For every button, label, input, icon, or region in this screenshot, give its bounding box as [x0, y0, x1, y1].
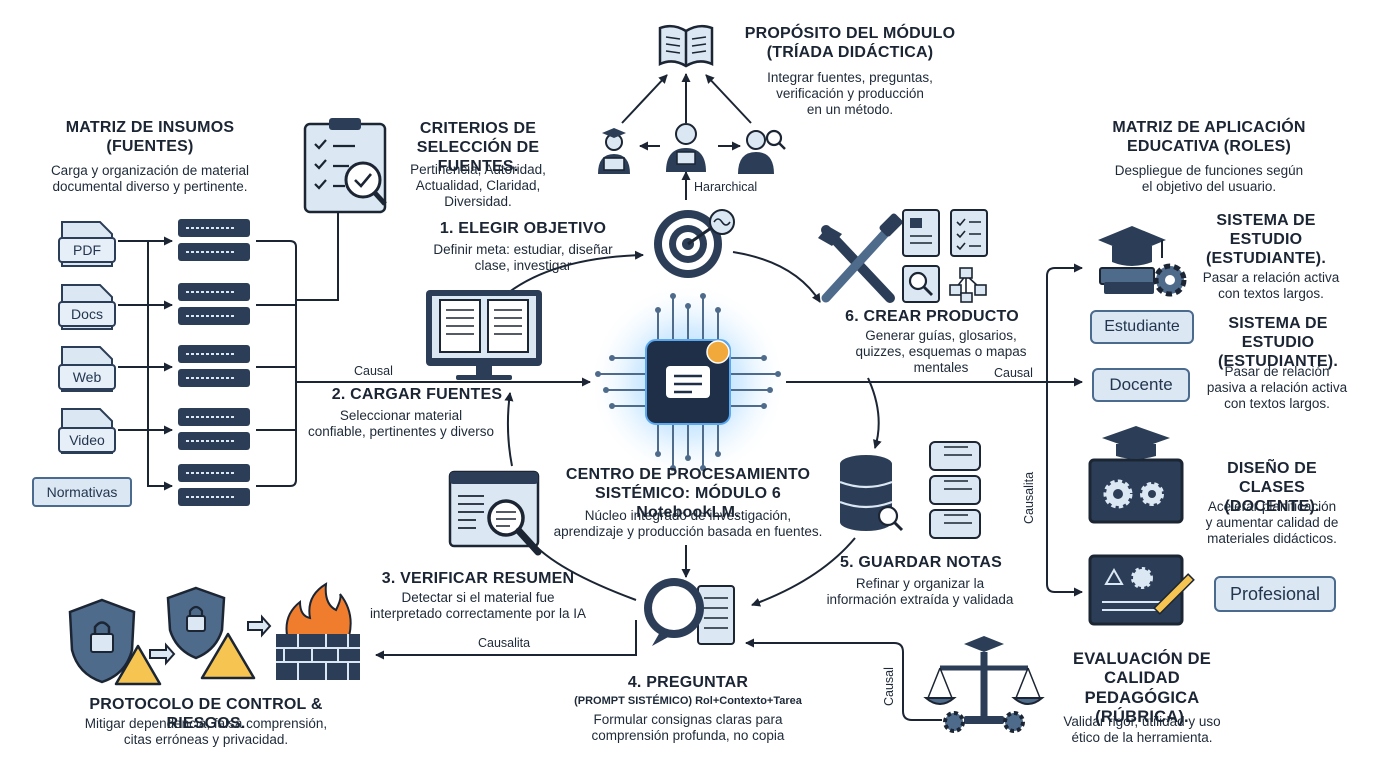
causalita-link-label-bottom: Causalita	[478, 636, 531, 650]
risks-title: PROTOCOLO DE CONTROL & RIESGOS.	[89, 696, 323, 732]
step6-title: 6. CREAR PRODUCTO	[845, 308, 1019, 325]
database-icon	[839, 455, 904, 532]
blackboard-icon	[1088, 426, 1184, 524]
teacher-icon	[666, 123, 706, 172]
step3-title: 3. VERIFICAR RESUMEN	[381, 570, 575, 587]
profesional-tag: Profesional	[1214, 576, 1336, 612]
file-type-docs: Docs	[58, 301, 116, 327]
causalita-link-label-vertical: Causalita	[1022, 471, 1036, 524]
shield-lock-icon	[68, 598, 136, 684]
hierarchical-link-label: Hararchical	[694, 180, 758, 194]
causal-link-label-right: Causal	[994, 366, 1033, 380]
step5-title: 5. GUARDAR NOTAS	[839, 554, 1003, 571]
chip-icon	[588, 282, 788, 482]
warning-icon	[200, 632, 256, 680]
center-description: Núcleo integrado de investigación,aprend…	[553, 508, 823, 539]
researcher-icon	[738, 129, 786, 174]
estudiante-tag: Estudiante	[1090, 310, 1194, 344]
normativas-tag: Normativas	[32, 477, 132, 507]
gear-icon	[1153, 263, 1187, 297]
inputs-title: MATRIZ DE INSUMOS(FUENTES)	[65, 119, 235, 155]
file-type-pdf: PDF	[58, 237, 116, 263]
book-icon	[658, 24, 714, 68]
docente-tag: Docente	[1092, 368, 1190, 402]
warning-icon	[114, 644, 162, 686]
checklist-icon	[303, 118, 387, 214]
chat-icon	[929, 441, 981, 539]
student-icon	[598, 128, 630, 174]
purpose-description: Integrar fuentes, preguntas,verificación…	[767, 70, 933, 117]
causal-link-label-eval: Causal	[882, 667, 896, 706]
step4-title: 4. PREGUNTAR	[627, 674, 749, 691]
search-document-icon	[448, 470, 542, 556]
shield-lock-icon	[166, 586, 226, 660]
role-study-system2-title: SISTEMA DE ESTUDIO(ESTUDIANTE).	[1218, 315, 1338, 370]
step1-title: 1. ELEGIR OBJETIVO	[439, 220, 607, 237]
risks-description: Mitigar dependencia, falsa comprensión,c…	[84, 716, 328, 747]
tools-icon	[818, 213, 903, 303]
step2-title: 2. CARGAR FUENTES	[331, 386, 503, 403]
criteria-description: Pertinencia, Autoridad,Actualidad, Clari…	[410, 162, 546, 209]
causal-link-label-left: Causal	[354, 364, 393, 378]
blackboard-icon	[1088, 554, 1195, 626]
server-icons	[178, 219, 250, 506]
exchange-arrows-icon	[149, 614, 272, 666]
firewall-icon	[276, 582, 360, 680]
step4-subtitle: (PROMPT SISTÉMICO) Rol+Contexto+Tarea	[574, 695, 802, 707]
scales-icon	[923, 636, 1045, 733]
purpose-title: PROPÓSITO DEL MÓDULO(TRÍADA DIDÁCTICA)	[744, 25, 956, 61]
monitor-documents-icon	[426, 290, 542, 380]
file-type-video: Video	[58, 427, 116, 453]
role-class-design-title: DISEÑO DE CLASES(DOCENTE).	[1224, 460, 1320, 515]
step6-description: Generar guías, glosarios,quizzes, esquem…	[855, 328, 1027, 375]
question-icon	[644, 578, 735, 646]
file-type-web: Web	[58, 364, 116, 390]
graduation-cap-icon	[1098, 226, 1166, 294]
target-icon	[654, 209, 735, 278]
document-icon	[902, 209, 988, 303]
